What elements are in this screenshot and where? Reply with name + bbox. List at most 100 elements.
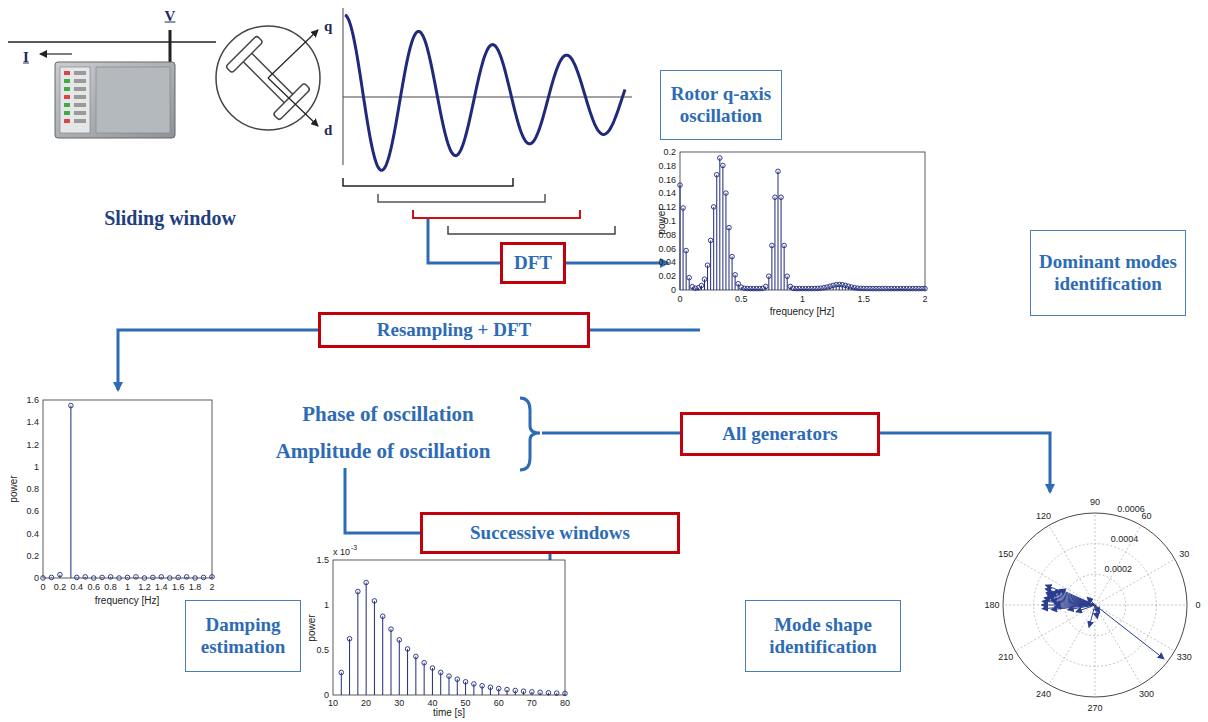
window-bracket: [343, 178, 513, 186]
stem-marker: [176, 575, 181, 580]
relay-device: [55, 62, 175, 138]
tick-label: 270: [1087, 703, 1102, 713]
stem-marker: [49, 575, 54, 580]
stem-marker: [513, 688, 518, 693]
stem: [719, 158, 720, 290]
stem: [59, 575, 60, 578]
stem: [357, 592, 358, 696]
mode-shape-vector: [1042, 601, 1095, 605]
polar-grid-spoke: [1095, 605, 1096, 697]
stem-marker: [563, 691, 568, 696]
polar-grid-spoke: [1095, 605, 1141, 685]
tick-label: 0: [677, 294, 682, 304]
tick-label: 90: [1090, 497, 1100, 507]
stem: [186, 577, 187, 578]
stem: [110, 577, 111, 578]
tick-label: 0.6: [87, 582, 100, 592]
flow-line: [345, 468, 420, 533]
signal-axis: [343, 8, 344, 165]
stem-marker: [702, 277, 707, 282]
stem: [415, 656, 416, 695]
flow-line: [428, 219, 500, 263]
tick-label: 0.18: [658, 161, 676, 171]
mode-shape-vector: [1076, 605, 1095, 612]
stem: [820, 288, 821, 290]
stem: [686, 251, 687, 290]
stem-marker: [455, 677, 460, 682]
stem: [729, 228, 730, 290]
stem: [102, 577, 103, 579]
flow-arrow: [880, 433, 1050, 492]
stem: [490, 687, 491, 695]
stem-marker: [75, 575, 80, 580]
stem-marker: [372, 599, 377, 604]
stem-marker: [193, 576, 198, 581]
stem-marker: [828, 284, 833, 289]
tick-label: 1.5: [316, 555, 329, 565]
stem: [925, 289, 926, 290]
polar-grid-spoke: [1095, 525, 1141, 605]
result-box: Rotor q-axis oscillation: [660, 70, 782, 140]
tick-label: 1: [800, 294, 805, 304]
stem-marker: [134, 575, 139, 580]
axis-title: power: [656, 207, 667, 234]
stem-marker: [91, 576, 96, 581]
tick-label: 0: [1195, 600, 1200, 610]
stem-marker: [705, 263, 710, 268]
stem: [765, 286, 766, 290]
tick-label: 0.5: [735, 294, 748, 304]
oscillation-curve: [345, 15, 625, 170]
stem: [778, 171, 779, 290]
stem: [51, 577, 52, 579]
chart-frame: [43, 400, 212, 578]
box-label: Rotor q-axis oscillation: [667, 83, 775, 127]
stem-marker: [718, 156, 723, 161]
stem-marker: [785, 274, 790, 279]
stem: [178, 577, 179, 579]
rotor-pole: [226, 36, 263, 73]
stem-marker: [779, 195, 784, 200]
stem: [695, 288, 696, 290]
polar-grid-spoke: [1015, 605, 1095, 651]
stem-marker: [763, 284, 768, 289]
stem-marker: [125, 575, 130, 580]
stem: [556, 693, 557, 695]
chart-frame: [333, 560, 565, 695]
relay-panel: [60, 67, 90, 133]
stem-marker: [58, 572, 63, 577]
stem: [732, 257, 733, 290]
tick-label: 0.14: [658, 188, 676, 198]
stem-marker: [356, 589, 361, 594]
spectrum-stems: [41, 403, 215, 580]
axis-title: frequency [Hz]: [95, 595, 159, 606]
tick-label: 150: [998, 549, 1013, 559]
output-text: Amplitude of oscillation: [276, 439, 491, 464]
stem-marker: [438, 670, 443, 675]
stem-marker: [430, 666, 435, 671]
mode-shape-vector: [1045, 589, 1095, 605]
stem-marker: [447, 674, 452, 679]
relay-label-strip: [74, 103, 86, 107]
mode-shape-vector: [1095, 605, 1164, 659]
relay-leds: [64, 71, 86, 123]
stem-marker: [521, 689, 526, 694]
stem-marker: [108, 575, 113, 580]
tick-label: 1.6: [26, 395, 39, 405]
stem-marker: [83, 575, 88, 580]
tick-label: 0.2: [663, 147, 676, 157]
stem-marker: [708, 238, 713, 243]
tick-label: 240: [1036, 689, 1051, 699]
relay-label-strip: [74, 95, 86, 99]
stem-marker: [167, 576, 172, 581]
stem-marker: [678, 183, 683, 188]
polar-grid-spoke: [1049, 605, 1095, 685]
stem-marker: [843, 283, 848, 288]
tick-label: 0: [671, 285, 676, 295]
stem-marker: [770, 243, 775, 248]
tick-label: 300: [1139, 689, 1154, 699]
stem-marker: [496, 686, 501, 691]
tick-label: 60: [494, 698, 504, 708]
box-label: Mode shape identification: [752, 614, 894, 658]
stem-marker: [472, 682, 477, 687]
tick-label: 1.2: [26, 440, 39, 450]
